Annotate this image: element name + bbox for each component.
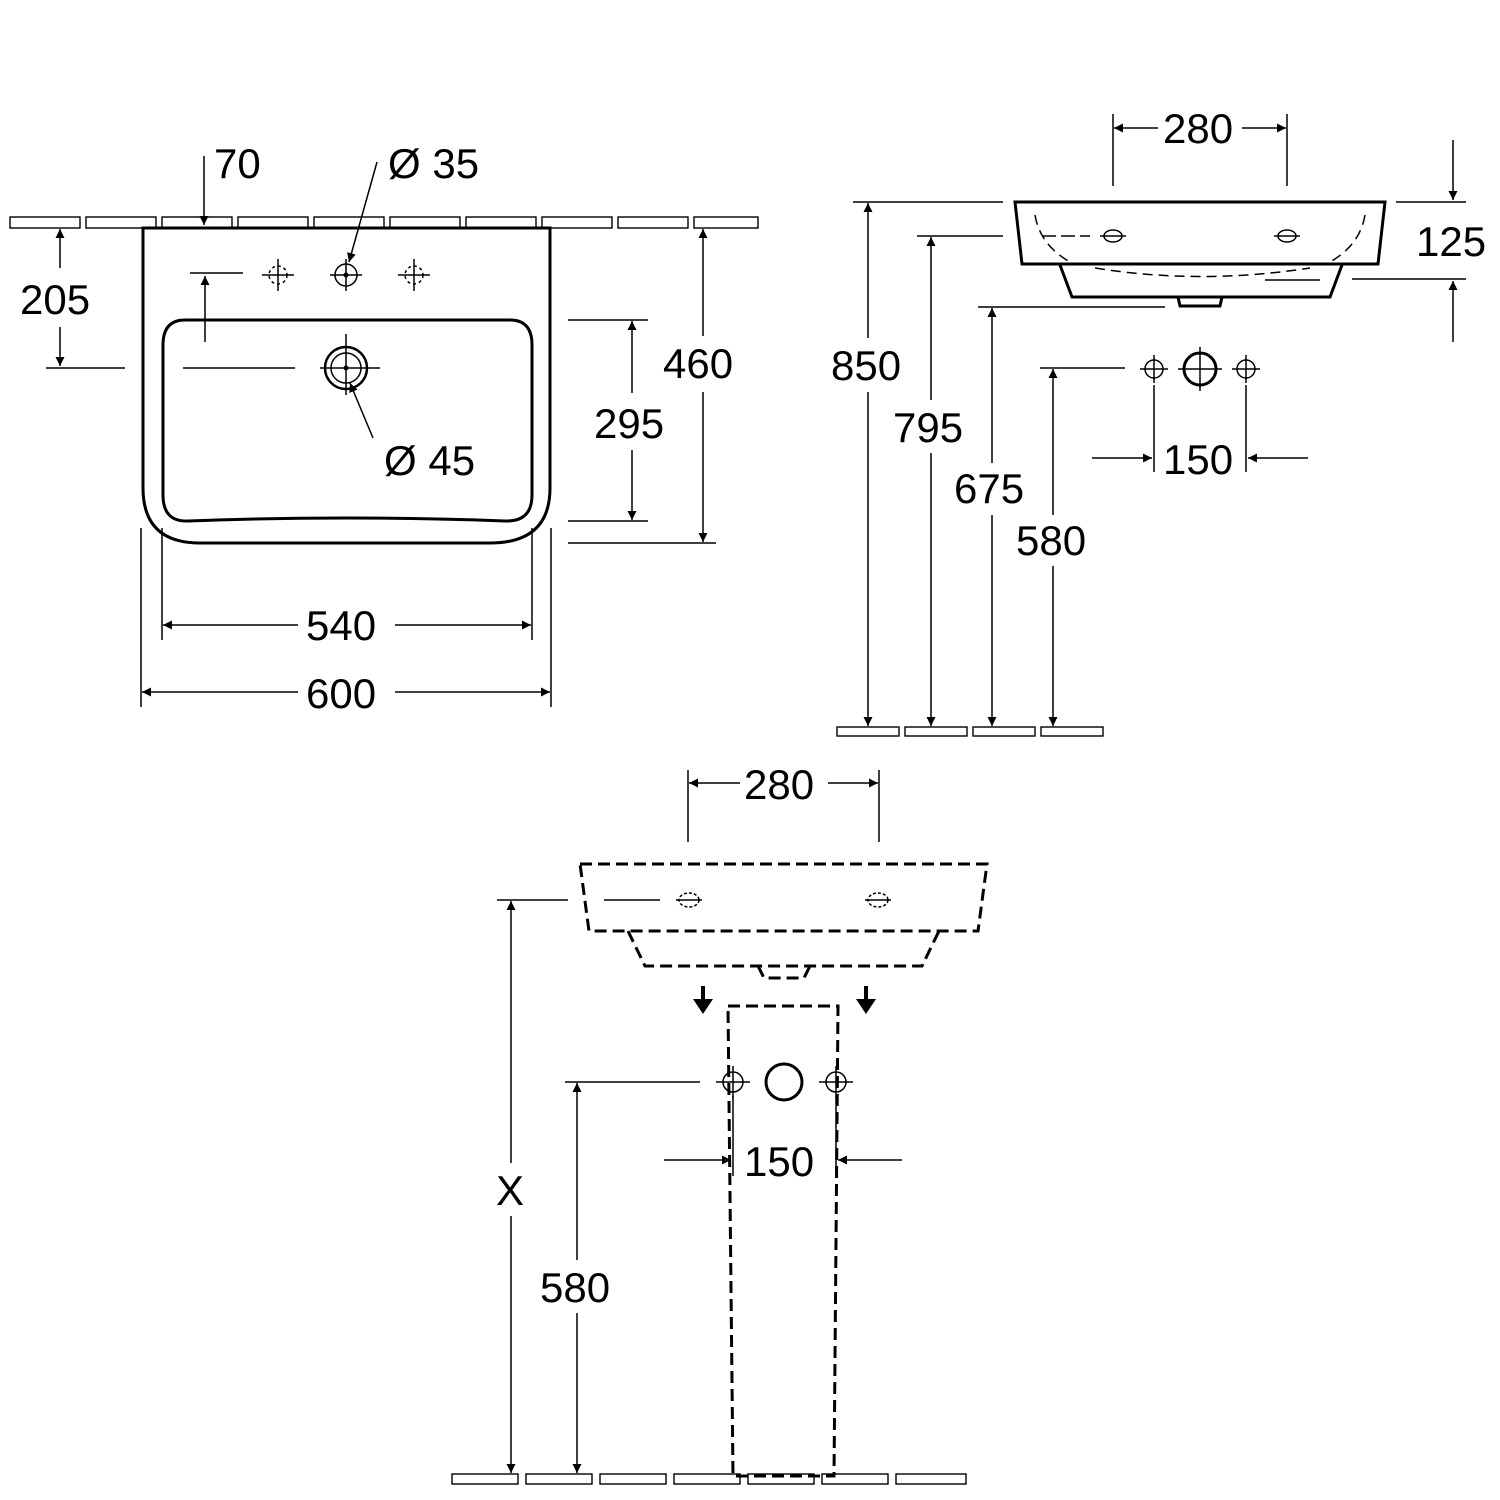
dim-supply-height: 580 <box>1016 517 1086 564</box>
floor-tiles <box>836 726 1104 737</box>
dim-pedestal-supply-height: 580 <box>540 1264 610 1311</box>
pedestal-view: 280 150 X <box>451 761 989 1485</box>
dim-tap-hole-depth: 205 <box>20 276 90 323</box>
dim-basin-depth: 460 <box>663 340 733 387</box>
dim-basin-thickness: 125 <box>1416 218 1486 265</box>
dim-pedestal-fixing-spacing: 280 <box>744 761 814 808</box>
mounting-arrows <box>693 986 876 1014</box>
dim-bowl-width: 540 <box>306 602 376 649</box>
dim-waste-height: 675 <box>954 465 1024 512</box>
top-view: 70 Ø 35 205 Ø 45 295 460 540 <box>9 140 759 717</box>
waste-outlet <box>183 334 380 395</box>
side-view: 280 125 850 795 675 580 <box>831 105 1486 737</box>
fixing-holes-pedestal <box>604 892 891 908</box>
basin-outline <box>141 226 552 545</box>
tap-hole-marks <box>190 259 430 291</box>
supply-connections-pedestal <box>565 1062 853 1102</box>
dim-basin-width: 600 <box>306 670 376 717</box>
dim-fixing-height: 795 <box>893 404 963 451</box>
floor-tiles-pedestal <box>451 1473 967 1485</box>
basin-front-outline <box>1013 200 1387 266</box>
dim-rim-height: 850 <box>831 342 901 389</box>
bowl-outline <box>161 318 534 523</box>
dim-waste-diameter: Ø 45 <box>384 437 475 484</box>
pedestal-dashed-outline <box>726 1004 840 1478</box>
dim-tap-hole-diameter: Ø 35 <box>388 140 479 187</box>
dim-pedestal-supply-spacing: 150 <box>744 1138 814 1185</box>
dim-tap-hole-offset: 70 <box>214 140 261 187</box>
fixing-holes <box>1042 229 1300 243</box>
basin-dashed-outline <box>578 862 989 933</box>
wall-tiles <box>9 216 759 229</box>
dim-supply-spacing: 150 <box>1163 436 1233 483</box>
dim-fixing-spacing: 280 <box>1163 105 1233 152</box>
dim-bowl-depth: 295 <box>594 400 664 447</box>
dim-variable-height: X <box>496 1167 524 1214</box>
supply-connections <box>1140 347 1260 391</box>
